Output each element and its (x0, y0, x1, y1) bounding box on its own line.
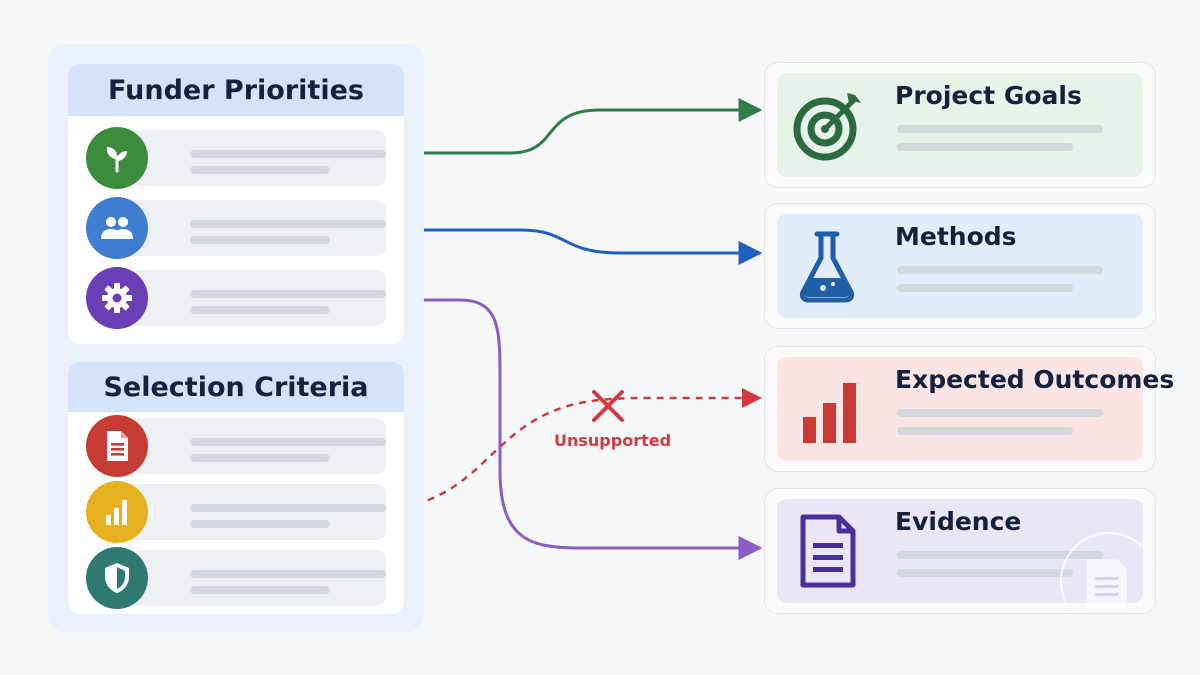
card-text-line (897, 266, 1103, 274)
watermark-icon (1060, 532, 1153, 611)
project-goals-card[interactable]: Project Goals (764, 62, 1156, 188)
funder-priority-row[interactable] (86, 127, 386, 189)
selection-criteria-group: Selection Criteria (68, 362, 404, 614)
selection-criteria-title: Selection Criteria (68, 362, 404, 412)
row-bar (126, 550, 386, 606)
expected-outcomes-title: Expected Outcomes (895, 365, 1175, 394)
card-text-line (897, 143, 1073, 151)
bar-chart-icon (793, 369, 865, 449)
row-bar (126, 200, 386, 256)
connector-goals (404, 98, 763, 155)
evidence-title: Evidence (895, 507, 1022, 536)
row-bar (126, 270, 386, 326)
funder-priorities-group: Funder Priorities (68, 64, 404, 344)
row-bar (126, 130, 386, 186)
card-text-line (897, 551, 1103, 559)
flask-icon (793, 226, 865, 306)
row-bar (126, 418, 386, 474)
expected-outcomes-card[interactable]: Expected Outcomes (764, 346, 1174, 472)
funder-priorities-title: Funder Priorities (68, 64, 404, 116)
card-text-line (897, 409, 1103, 417)
unsupported-x-icon (592, 390, 624, 422)
project-goals-title: Project Goals (895, 81, 1082, 110)
card-text-line (897, 284, 1073, 292)
bar-chart-icon (86, 481, 148, 543)
document-icon (86, 415, 148, 477)
card-text-line (897, 125, 1103, 133)
selection-criteria-row[interactable] (86, 547, 386, 609)
people-icon (86, 197, 148, 259)
card-text-line (897, 569, 1073, 577)
document-icon (793, 511, 865, 591)
shield-icon (86, 547, 148, 609)
connector-methods (404, 228, 763, 265)
funder-priority-row[interactable] (86, 197, 386, 259)
funder-priority-row[interactable] (86, 267, 386, 329)
selection-criteria-row[interactable] (86, 481, 386, 543)
methods-title: Methods (895, 222, 1017, 251)
row-bar (126, 484, 386, 540)
methods-card[interactable]: Methods (764, 203, 1156, 329)
leaf-icon (86, 127, 148, 189)
evidence-card[interactable]: Evidence (764, 488, 1156, 614)
connector-outcomes-unsupported (389, 388, 762, 512)
card-text-line (897, 427, 1073, 435)
target-icon (793, 85, 865, 165)
unsupported-label: Unsupported (554, 431, 672, 450)
selection-criteria-row[interactable] (86, 415, 386, 477)
gear-icon (86, 267, 148, 329)
connector-evidence (404, 298, 763, 560)
